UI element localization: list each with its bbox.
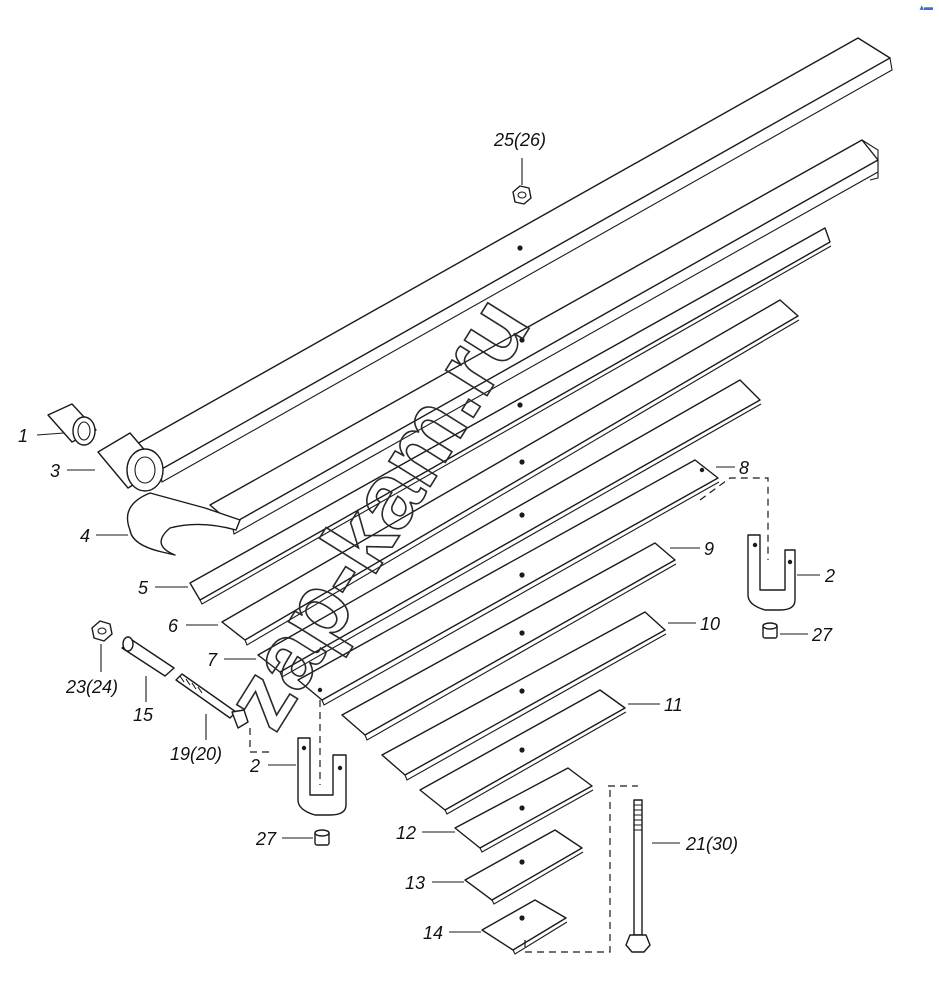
center-bolt-21-30 xyxy=(625,799,651,953)
label-3: 3 xyxy=(50,461,60,481)
nut-25-26 xyxy=(512,158,532,205)
spacer-tube-15 xyxy=(121,636,175,677)
label-15: 15 xyxy=(133,705,154,725)
label-12: 12 xyxy=(396,823,416,843)
leaf-13 xyxy=(464,829,584,905)
spring-wrapper-4 xyxy=(126,492,241,556)
label-2-left: 2 xyxy=(249,756,260,776)
watermark: zap-kam.ru xyxy=(205,279,550,747)
label-11: 11 xyxy=(664,695,683,715)
leaf-12 xyxy=(454,767,594,853)
label-1: 1 xyxy=(18,426,28,446)
clip-2-right xyxy=(747,534,796,611)
nut-23-24 xyxy=(91,620,113,642)
leaf-7 xyxy=(257,379,762,678)
label-8: 8 xyxy=(739,458,749,478)
label-23-24: 23(24) xyxy=(65,677,118,697)
leaf-14 xyxy=(481,899,568,955)
clip-2-left xyxy=(297,737,347,816)
leaf-6 xyxy=(221,299,800,646)
bolt-19-20 xyxy=(175,673,249,729)
rivet-27-left xyxy=(314,829,330,846)
corner-mark: ▴▬ xyxy=(919,2,933,12)
leaf-5 xyxy=(189,227,832,605)
rivet-27-right xyxy=(762,622,778,639)
label-19-20: 19(20) xyxy=(170,744,222,764)
leader-lines xyxy=(36,432,820,933)
callout-labels: 1 3 4 5 6 7 8 9 10 11 12 13 14 15 2 2 27… xyxy=(18,130,835,943)
leaf-10 xyxy=(381,611,667,781)
label-9: 9 xyxy=(704,539,714,559)
label-5: 5 xyxy=(138,578,149,598)
label-27-right: 27 xyxy=(811,625,833,645)
label-2-right: 2 xyxy=(824,566,835,586)
label-6: 6 xyxy=(168,616,179,636)
label-25-26: 25(26) xyxy=(493,130,546,150)
spring-eye-3 xyxy=(97,432,164,492)
label-13: 13 xyxy=(405,873,425,893)
leaf-9 xyxy=(341,542,677,741)
label-10: 10 xyxy=(700,614,720,634)
label-4: 4 xyxy=(80,526,90,546)
leaf-8 xyxy=(297,459,720,706)
label-27-left: 27 xyxy=(255,829,277,849)
label-21-30: 21(30) xyxy=(685,834,738,854)
leaf-11 xyxy=(419,689,627,815)
label-7: 7 xyxy=(207,650,218,670)
watermark-text: zap-kam.ru xyxy=(205,280,549,746)
label-14: 14 xyxy=(423,923,443,943)
alignment-lines xyxy=(249,477,769,953)
bushing-1 xyxy=(47,403,97,446)
